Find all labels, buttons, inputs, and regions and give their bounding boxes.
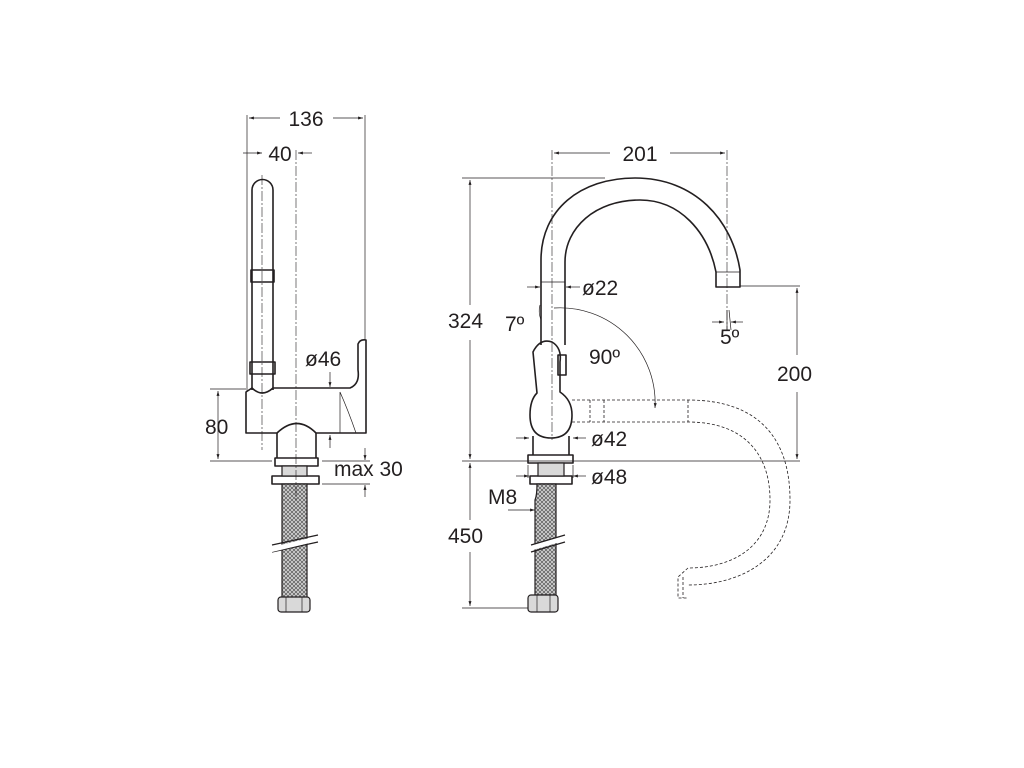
- dim-overall-width: 136: [288, 108, 323, 131]
- front-view: 201 324 ø22 7º 5º 90º 200 ø42 ø48 M8 450: [448, 143, 812, 613]
- dim-spout-tilt: 7º: [505, 313, 525, 336]
- dim-body-diameter: ø42: [591, 428, 627, 451]
- front-view-outline: [527, 150, 791, 613]
- dim-spout-height: 200: [777, 363, 812, 386]
- dim-spout-end-angle: 5º: [720, 326, 740, 349]
- dim-swivel-angle: 90º: [589, 346, 620, 369]
- dim-side-body-diameter: ø46: [305, 348, 341, 371]
- front-view-dimensions: [462, 151, 800, 609]
- dim-spout-reach: 201: [622, 143, 657, 166]
- dim-spout-offset: 40: [268, 143, 291, 166]
- dim-thread: M8: [488, 486, 517, 509]
- side-view-outline: [245, 150, 367, 613]
- dim-hose-length: 450: [448, 525, 483, 548]
- dim-spout-diameter: ø22: [582, 277, 618, 300]
- dim-base-diameter: ø48: [591, 466, 627, 489]
- side-view-dimensions: [210, 115, 370, 497]
- side-view: 136 40 ø46 80 max 30: [205, 108, 403, 613]
- dim-body-height: 80: [205, 416, 228, 439]
- dim-max-counter-thickness: max 30: [334, 458, 403, 481]
- dim-overall-height: 324: [448, 310, 483, 333]
